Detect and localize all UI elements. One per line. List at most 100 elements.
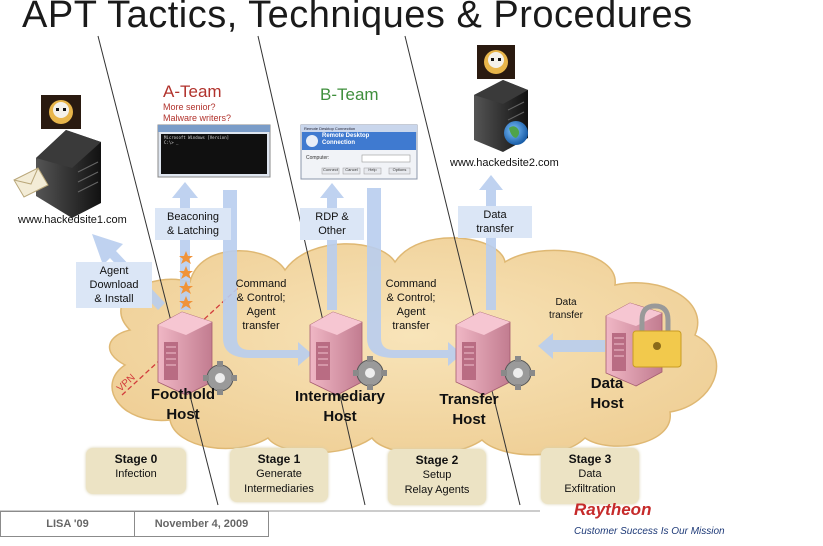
rdp-heading-line-1: Remote Desktop <box>322 133 370 139</box>
data-transfer-up-line-2: transfer <box>476 223 514 235</box>
rdp-arrow <box>320 183 344 310</box>
terminal-line-1: Microsoft Windows [Version] <box>164 135 230 140</box>
data-transfer-in-arrow <box>538 333 605 359</box>
stage-3-line-2: Exfiltration <box>564 483 616 495</box>
b-team-label: B-Team <box>320 85 379 104</box>
a-team-notes: More senior? Malware writers? <box>163 102 231 124</box>
hacked-server-2-icon <box>474 45 528 152</box>
vpn-line <box>121 287 239 396</box>
intermediary-server-icon <box>309 311 363 396</box>
cc2-line-4: transfer <box>392 320 430 332</box>
data-transfer-in-line-1: Data <box>555 297 577 308</box>
cc-arrow-1 <box>223 190 312 366</box>
site-label-2: www.hackedsite2.com <box>450 157 559 169</box>
rdp-window-heading: Remote Desktop Connection <box>322 133 369 147</box>
a-team-note-1: More senior? <box>163 102 216 112</box>
data-transfer-up-line-1: Data <box>483 209 507 221</box>
stage-0-line-1: Infection <box>115 468 157 480</box>
cc2-line-3: Agent <box>396 306 426 318</box>
rdp-field-label: Computer: <box>306 155 330 161</box>
stage-0-title: Stage 0 <box>114 452 158 466</box>
page-title: APT Tactics, Techniques & Procedures <box>22 0 693 36</box>
data-host-line-1: Data <box>590 375 624 392</box>
a-team-label: A-Team <box>163 82 222 101</box>
data-host-label: Data Host <box>576 374 638 414</box>
stage-2-line-2: Relay Agents <box>404 484 470 496</box>
cc1-line-1: Command <box>235 278 287 290</box>
rdp-line-2: Other <box>318 225 346 237</box>
beaconing-line-1: Beaconing <box>167 211 219 223</box>
rdp-window <box>300 124 418 180</box>
network-cloud <box>108 237 718 456</box>
stage-1-line-1: Generate <box>256 468 302 480</box>
stage-3-line-1: Data <box>578 468 602 480</box>
foothold-server-icon <box>157 311 213 396</box>
stage-1-line-2: Intermediaries <box>244 483 314 495</box>
agent-download-label: Agent Download & Install <box>76 262 152 308</box>
agent-download-line-3: & Install <box>94 293 134 305</box>
cc1-line-2: & Control; <box>236 292 286 304</box>
stage-2-box: Stage 2 Setup Relay Agents <box>388 449 486 505</box>
footer-event: LISA '09 <box>0 511 135 537</box>
transfer-gear-icon <box>501 356 535 390</box>
intermediary-gear-icon <box>353 356 387 390</box>
beaconing-line-2: & Latching <box>167 225 219 237</box>
intermediary-host-line-1: Intermediary <box>294 388 386 405</box>
foothold-host-line-2: Host <box>166 406 200 423</box>
terminal-text: Microsoft Windows [Version] C:\> _ <box>164 135 229 145</box>
cc1-line-4: transfer <box>242 320 280 332</box>
intermediary-host-line-2: Host <box>323 408 357 425</box>
terminal-window <box>157 124 271 178</box>
cc-arrow-2 <box>367 188 462 366</box>
intermediary-host-label: Intermediary Host <box>283 387 397 427</box>
stage-3-title: Stage 3 <box>568 452 612 466</box>
beacon-stars <box>179 251 193 309</box>
foothold-gear-icon <box>203 361 237 395</box>
stage-1-title: Stage 1 <box>257 452 301 466</box>
terminal-line-2: C:\> _ <box>164 140 179 145</box>
stage-1-box: Stage 1 Generate Intermediaries <box>230 448 328 502</box>
cc-label-1: Command & Control; Agent transfer <box>230 277 292 333</box>
stage-2-line-1: Setup <box>422 469 452 481</box>
footer-date: November 4, 2009 <box>134 511 269 537</box>
divider-line-1 <box>97 35 219 506</box>
transfer-host-line-1: Transfer <box>439 391 499 408</box>
cc2-line-1: Command <box>385 278 437 290</box>
rdp-options-button[interactable]: Options <box>392 167 407 172</box>
cc-label-2: Command & Control; Agent transfer <box>380 277 442 333</box>
stage-0-box: Stage 0 Infection <box>86 448 186 494</box>
transfer-host-label: Transfer Host <box>430 390 508 430</box>
cc1-line-3: Agent <box>246 306 276 318</box>
a-team-note-2: Malware writers? <box>163 113 232 123</box>
transfer-server-icon <box>455 311 511 396</box>
stage-3-box: Stage 3 Data Exfiltration <box>541 448 639 504</box>
data-transfer-in-label: Data transfer <box>537 296 595 322</box>
stage-2-title: Stage 2 <box>415 453 459 467</box>
beaconing-label: Beaconing & Latching <box>155 208 231 240</box>
footer-slogan: Customer Success Is Our Mission <box>574 526 725 537</box>
data-transfer-in-line-2: transfer <box>549 310 583 321</box>
agent-download-line-2: Download <box>89 279 139 291</box>
padlock-icon <box>632 303 682 368</box>
beaconing-arrow <box>172 182 198 310</box>
data-transfer-up-arrow <box>479 175 503 310</box>
foothold-host-line-1: Foothold <box>150 386 216 403</box>
rdp-line-1: RDP & <box>315 211 349 223</box>
rdp-heading-line-2: Connection <box>322 140 355 146</box>
divider-line-2 <box>257 35 366 506</box>
rdp-window-title: Remote Desktop Connection <box>304 126 356 131</box>
data-transfer-up-label: Data transfer <box>458 206 532 238</box>
data-host-line-2: Host <box>590 395 624 412</box>
rdp-label: RDP & Other <box>300 208 364 240</box>
transfer-host-line-2: Host <box>452 411 486 428</box>
foothold-host-label: Foothold Host <box>143 385 223 425</box>
divider-line-3 <box>404 35 521 506</box>
site-label-1: www.hackedsite1.com <box>18 214 127 226</box>
rdp-connect-button[interactable]: Connect <box>323 167 338 172</box>
rdp-cancel-button[interactable]: Cancel <box>345 167 358 172</box>
raytheon-logo: Raytheon <box>574 500 652 519</box>
rdp-help-button[interactable]: Help <box>368 167 377 172</box>
agent-download-line-1: Agent <box>99 265 129 277</box>
cc2-line-2: & Control; <box>386 292 436 304</box>
